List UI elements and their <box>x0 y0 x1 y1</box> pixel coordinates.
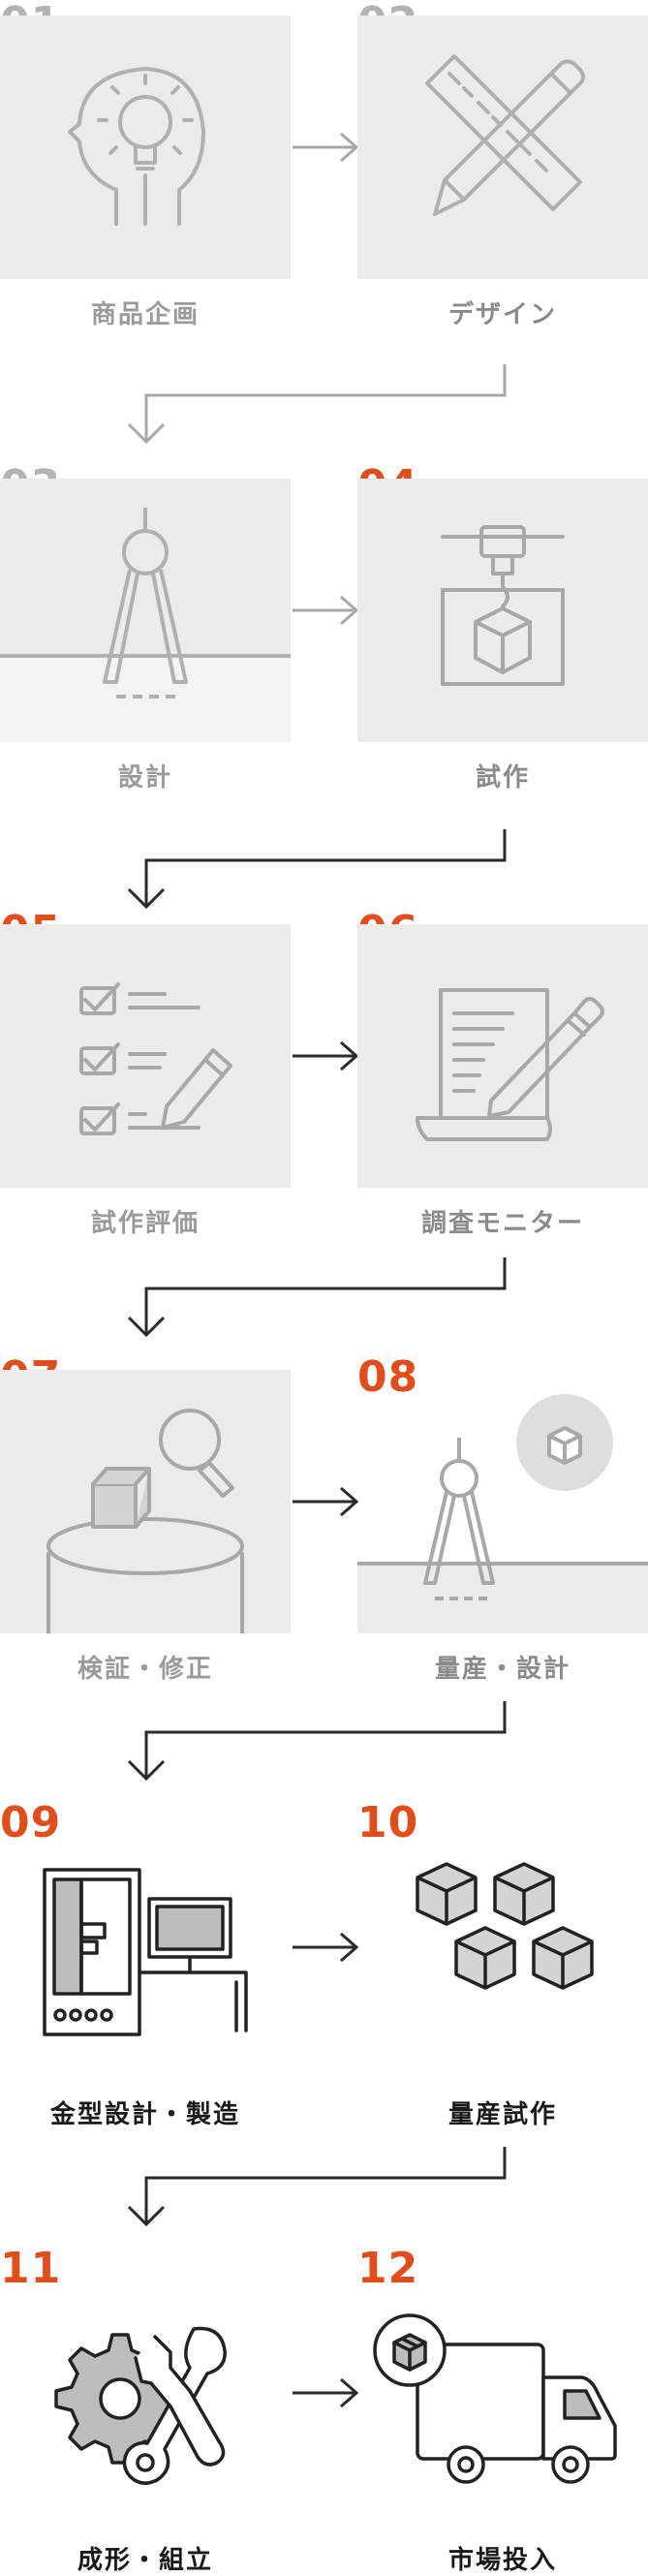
arrow-right-icon <box>293 595 358 626</box>
step-number: 11 <box>0 2244 62 2293</box>
idea-head-icon <box>68 67 205 226</box>
3d-printer-icon <box>441 525 565 686</box>
step-label: 量産試作 <box>447 2100 557 2129</box>
connector-down-left <box>127 1701 507 1782</box>
checklist-icon <box>79 982 232 1135</box>
step-label: 試作評価 <box>90 1209 200 1238</box>
step-label: デザイン <box>447 300 557 329</box>
compass-icon <box>0 508 291 742</box>
step-illustration <box>357 16 648 279</box>
arrow-right-icon <box>293 1932 358 1963</box>
step-number: 12 <box>357 2244 419 2293</box>
step-label: 設計 <box>117 763 172 792</box>
step-illustration <box>357 1816 648 2079</box>
connector-down-left <box>127 364 507 445</box>
step-illustration <box>0 479 291 742</box>
step-number: 10 <box>357 1798 419 1847</box>
step-label: 金型設計・製造 <box>49 2100 240 2129</box>
step-illustration <box>0 1370 291 1633</box>
step-illustration <box>0 16 291 279</box>
step-label: 試作 <box>475 763 530 792</box>
step-illustration <box>357 1370 648 1633</box>
delivery-truck-icon <box>373 2313 617 2484</box>
step-label: 検証・修正 <box>77 1655 213 1684</box>
step-illustration <box>0 2261 291 2525</box>
step-number: 09 <box>0 1798 62 1847</box>
step-label: 調査モニター <box>420 1209 584 1238</box>
mold-machine-icon <box>43 1868 248 2036</box>
step-label: 量産・設計 <box>434 1655 571 1684</box>
step-label: 市場投入 <box>447 2546 557 2575</box>
arrow-right-icon <box>293 2377 358 2408</box>
arrow-right-icon <box>293 1486 358 1517</box>
step-illustration <box>0 924 291 1188</box>
inspection-icon <box>46 1409 244 1633</box>
arrow-right-icon <box>293 132 358 163</box>
connector-down-left <box>127 829 507 910</box>
gear-tools-icon <box>54 2326 227 2485</box>
step-illustration <box>0 1816 291 2079</box>
step-number: 08 <box>357 1352 419 1402</box>
step-illustration <box>357 479 648 742</box>
connector-down-left <box>127 2147 507 2227</box>
step-label: 成形・組立 <box>77 2546 213 2575</box>
step-illustration <box>357 2261 648 2525</box>
arrow-right-icon <box>293 1040 358 1071</box>
connector-down-left <box>127 1257 507 1338</box>
boxes-icon <box>416 1862 594 1990</box>
compass-cube-icon <box>357 1394 648 1633</box>
design-tools-icon <box>425 54 585 216</box>
step-label: 商品企画 <box>90 300 200 329</box>
step-illustration <box>357 924 648 1188</box>
document-pen-icon <box>416 988 604 1141</box>
